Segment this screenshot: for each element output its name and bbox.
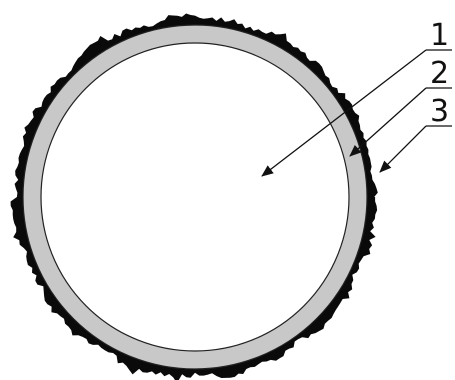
inner-core <box>41 43 349 351</box>
callout-3: 3 <box>380 94 452 172</box>
callout-label-3: 3 <box>430 94 449 129</box>
leader-arrow-2 <box>350 88 426 156</box>
callout-label-1: 1 <box>430 18 449 53</box>
leader-arrow-3 <box>380 126 426 172</box>
callout-label-2: 2 <box>430 56 449 91</box>
